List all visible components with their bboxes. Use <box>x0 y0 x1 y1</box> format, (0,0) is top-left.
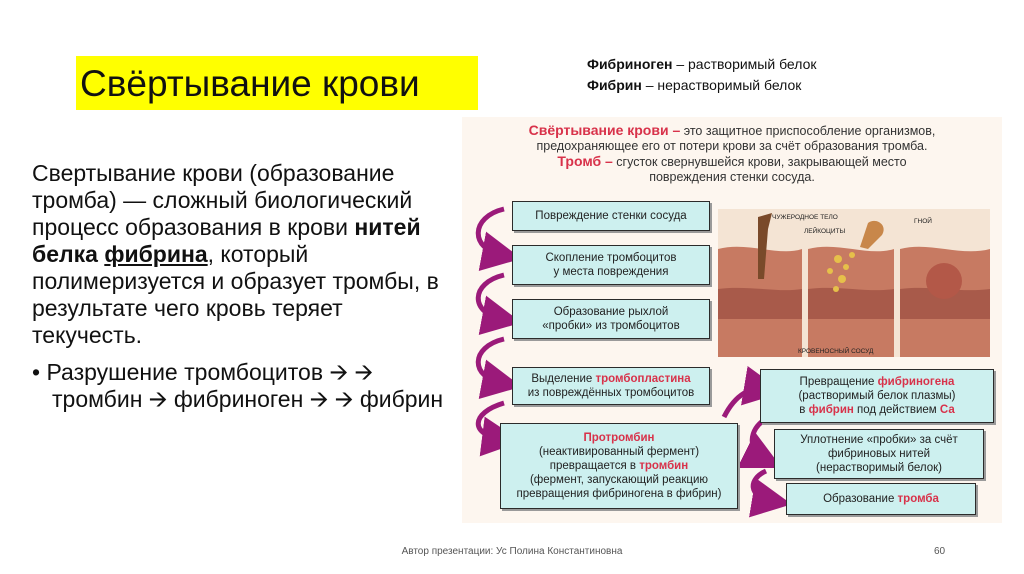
body-bold-underlined: фибрина <box>104 241 208 267</box>
def1-text: – растворимый белок <box>672 56 817 72</box>
box4-line2: из повреждённых тромбоцитов <box>527 387 695 399</box>
hdr3-red: Тромб – <box>557 153 613 169</box>
diagram-header: Свёртывание крови – это защитное приспос… <box>462 123 1002 185</box>
box7-line1: Уплотнение «пробки» за счёт <box>800 434 958 446</box>
step-prothrombin: Протромбин (неактивированный фермент) пр… <box>500 423 738 509</box>
label-blood-vessel: КРОВЕНОСНЫЙ СОСУД <box>798 346 874 355</box>
box2-line2: у места повреждения <box>553 266 669 278</box>
box5-line5: превращения фибриногена в фибрин) <box>516 488 722 500</box>
flow-arrows <box>475 206 792 518</box>
box8-red: тромба <box>897 493 939 505</box>
vessel-illustration: ЧУЖЕРОДНОЕ ТЕЛО ЛЕЙКОЦИТЫ ГНОЙ КРОВЕНОСН… <box>718 209 990 357</box>
foreign-body-2 <box>860 220 884 249</box>
box4-red: тромбопластина <box>595 373 691 385</box>
arrow-2 <box>475 272 522 335</box>
box7-line3: (нерастворимый белок) <box>816 462 942 474</box>
clot-3 <box>926 263 962 299</box>
vessel-lumen-1 <box>718 287 802 319</box>
hdr3-rest: сгусток свернувшейся крови, закрывающей … <box>612 155 907 169</box>
arrow-7 <box>748 468 792 518</box>
step-vessel-damage: Повреждение стенки сосуда <box>512 201 710 231</box>
step-thrombus-formation: Образование тромба <box>786 483 976 515</box>
box3-line1: Образование рыхлой <box>553 306 669 318</box>
page-number: 60 <box>934 546 946 557</box>
arrow-6 <box>737 416 782 468</box>
body-text: Свертывание крови (образование тромба) —… <box>32 160 452 413</box>
label-leukocytes: ЛЕЙКОЦИТЫ <box>804 226 845 235</box>
def2-term: Фибрин <box>587 77 642 93</box>
box3-line2: «пробки» из тромбоцитов <box>542 320 680 332</box>
box6-red2: фибрин <box>808 404 854 416</box>
box8-text: Образование <box>823 493 898 505</box>
box1-label: Повреждение стенки сосуда <box>535 210 687 222</box>
box5-line4: (фермент, запускающий реакцию <box>529 474 709 486</box>
box6-line2: (растворимый белок плазмы) <box>798 390 956 402</box>
label-foreign-body: ЧУЖЕРОДНОЕ ТЕЛО <box>772 214 838 221</box>
box6-red3: Са <box>939 404 955 416</box>
hdr2: предохраняющее его от потери крови за сч… <box>536 139 928 153</box>
body-text-b: , который полимеризуется и образует тром… <box>32 241 439 348</box>
step-fibrinogen-conversion: Превращение фибриногена (растворимый бел… <box>760 369 994 423</box>
box4-text: Выделение <box>531 373 596 385</box>
label-pus: ГНОЙ <box>914 216 932 225</box>
box5-line2: (неактивированный фермент) <box>538 446 700 458</box>
arrow-4 <box>475 400 522 457</box>
box6-line3b: под действием <box>853 404 940 416</box>
box7-line2: фибриновых нитей <box>827 448 931 460</box>
arrow-5 <box>721 365 784 419</box>
box2-line1: Скопление тромбоцитов <box>545 252 677 264</box>
bullet-text: Разрушение тромбоцитов 🡪 🡪 тромбин 🡪 фиб… <box>46 359 444 412</box>
def2-text: – нерастворимый белок <box>641 77 802 93</box>
definitions: Фибриноген – растворимый белок Фибрин – … <box>587 54 817 96</box>
box5-red1: Протромбин <box>583 432 655 444</box>
box5-red2: тромбин <box>639 460 689 472</box>
box6-text: Превращение <box>799 376 878 388</box>
hdr1-red: Свёртывание крови – <box>528 122 681 138</box>
box6-line3a: в <box>799 404 809 416</box>
blood-clotting-diagram: Свёртывание крови – это защитное приспос… <box>462 117 1002 523</box>
box5-line3: превращается в <box>549 460 640 472</box>
def1-term: Фибриноген <box>587 56 673 72</box>
page-title: Свёртывание крови <box>76 56 478 110</box>
box6-red1: фибриногена <box>877 376 955 388</box>
vessel-lumen-2 <box>808 287 894 319</box>
step-loose-plug: Образование рыхлой «пробки» из тромбоцит… <box>512 299 710 339</box>
hdr4: повреждения стенки сосуда. <box>649 170 815 184</box>
step-plug-compaction: Уплотнение «пробки» за счёт фибриновых н… <box>774 429 984 479</box>
leukocytes <box>827 252 855 292</box>
body-bold-a: нитей белка <box>32 214 421 267</box>
vessel-lumen-3 <box>900 287 990 319</box>
arrow-3 <box>475 336 522 399</box>
bullet-item: • Разрушение тромбоцитов 🡪 🡪 тромбин 🡪 ф… <box>32 359 444 412</box>
body-paragraph: Свертывание крови (образование тромба) —… <box>32 160 452 349</box>
step-platelet-accumulation: Скопление тромбоцитов у места повреждени… <box>512 245 710 285</box>
arrow-1 <box>475 206 522 271</box>
hdr1-rest: это защитное приспособление организмов, <box>680 124 936 138</box>
footer-author: Автор презентации: Ус Полина Константино… <box>401 546 623 557</box>
foreign-body-1 <box>758 213 772 279</box>
body-text-a: Свертывание крови (образование тромба) —… <box>32 160 413 240</box>
step-thromboplastin-release: Выделение тромбопластина из повреждённых… <box>512 367 710 405</box>
